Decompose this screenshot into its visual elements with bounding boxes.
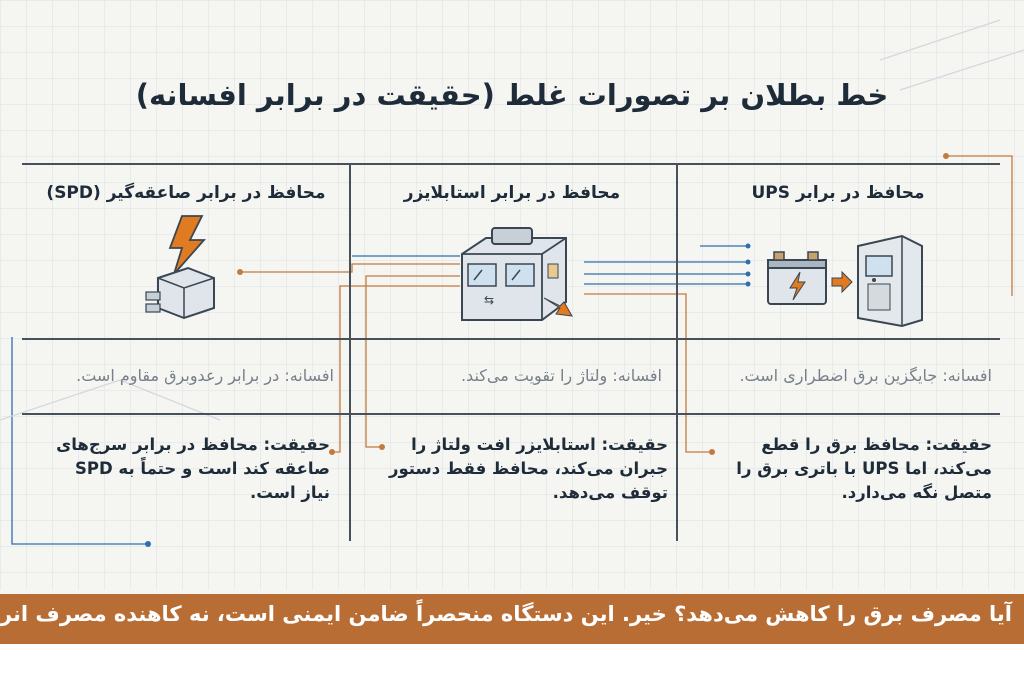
lightning-icon bbox=[168, 215, 206, 275]
page-title: خط بطلان بر تصورات غلط (حقیقت در برابر ا… bbox=[135, 78, 889, 112]
circuit-line bbox=[11, 337, 148, 545]
bottom-strip bbox=[0, 644, 1024, 683]
ups-column-illustration bbox=[767, 234, 923, 328]
table-divider-icons bbox=[22, 338, 1000, 340]
circuit-line bbox=[584, 293, 712, 453]
circuit-line bbox=[240, 263, 460, 273]
myth-stabilizer: افسانه: ولتاژ را تقویت می‌کند. bbox=[460, 366, 662, 385]
myth-spd: افسانه: در برابر رعدوبرق مقاوم است. bbox=[76, 366, 334, 385]
arrow-right-icon bbox=[831, 270, 853, 294]
circuit-node bbox=[145, 541, 151, 547]
circuit-line bbox=[332, 285, 460, 453]
spd-column-illustration bbox=[145, 215, 215, 320]
myth-ups: افسانه: جایگزین برق اضطراری است. bbox=[739, 366, 992, 385]
circuit-lines bbox=[0, 19, 1024, 547]
column-heading-ups: محافظ در برابر UPS bbox=[751, 183, 925, 203]
circuit-line bbox=[365, 275, 460, 448]
bottom-banner: آیا مصرف برق را کاهش می‌دهد؟ خیر. این دس… bbox=[0, 594, 1024, 644]
table-border-top bbox=[22, 163, 1000, 165]
ups-icon bbox=[857, 234, 923, 328]
circuit-line bbox=[946, 155, 1013, 296]
fact-ups: حقیقت: محافظ برق را قطع می‌کند، اما UPS … bbox=[736, 435, 992, 502]
table-divider-myth bbox=[22, 413, 1000, 415]
column-heading-stabilizer: محافظ در برابر استابلایزر bbox=[403, 183, 621, 203]
battery-icon bbox=[767, 251, 827, 305]
column-heading-spd: محافظ در برابر صاعقه‌گیر (SPD) bbox=[46, 183, 326, 203]
stabilizer-icon: ⇆ bbox=[461, 227, 573, 321]
banner-text: آیا مصرف برق را کاهش می‌دهد؟ خیر. این دس… bbox=[0, 602, 1012, 626]
surge-device-icon bbox=[145, 266, 215, 320]
circuit-node bbox=[943, 153, 949, 159]
decor-line bbox=[0, 379, 221, 421]
svg-text:⇆: ⇆ bbox=[484, 293, 494, 307]
table-column-divider bbox=[349, 163, 351, 541]
fact-stabilizer: حقیقت: استابلایزر افت ولتاژ را جبران می‌… bbox=[388, 435, 668, 502]
decor-line bbox=[879, 19, 1024, 91]
fact-spd: حقیقت: محافظ در برابر سرج‌های صاعقه کند … bbox=[56, 435, 330, 502]
table-column-divider bbox=[676, 163, 678, 541]
